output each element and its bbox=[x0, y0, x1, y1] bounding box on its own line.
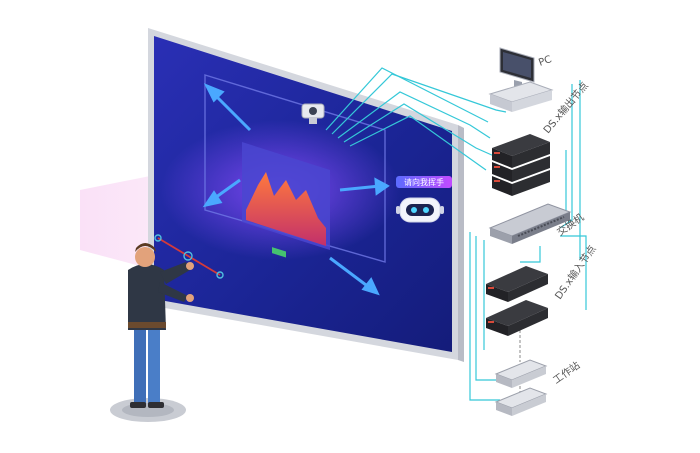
pc-device: PC bbox=[488, 47, 554, 112]
workstation-label: 工作站 bbox=[550, 359, 582, 387]
screen-chart-panel bbox=[242, 142, 330, 258]
presenter bbox=[110, 243, 194, 422]
output-node-label: DS.x输出节点 bbox=[540, 79, 591, 136]
gesture-direction-arrows bbox=[202, 83, 390, 296]
network-cables bbox=[325, 67, 587, 401]
robot-badge bbox=[396, 176, 452, 188]
robot-assistant: 请向我挥手 bbox=[396, 176, 452, 223]
robot-icon bbox=[396, 197, 444, 223]
screen-content-window bbox=[204, 74, 386, 263]
workstation-1 bbox=[494, 359, 548, 388]
input-node-1 bbox=[486, 266, 548, 302]
robot-badge-text: 请向我挥手 bbox=[404, 177, 444, 187]
input-node-label: DS.x输入节点 bbox=[552, 243, 599, 302]
pc-label: PC bbox=[537, 54, 553, 69]
video-wall: 请向我挥手 bbox=[148, 28, 464, 362]
camera-icon bbox=[301, 103, 325, 124]
workstation-2 bbox=[494, 387, 548, 416]
input-node-2 bbox=[486, 300, 548, 336]
gesture-wand-icon bbox=[154, 234, 224, 279]
